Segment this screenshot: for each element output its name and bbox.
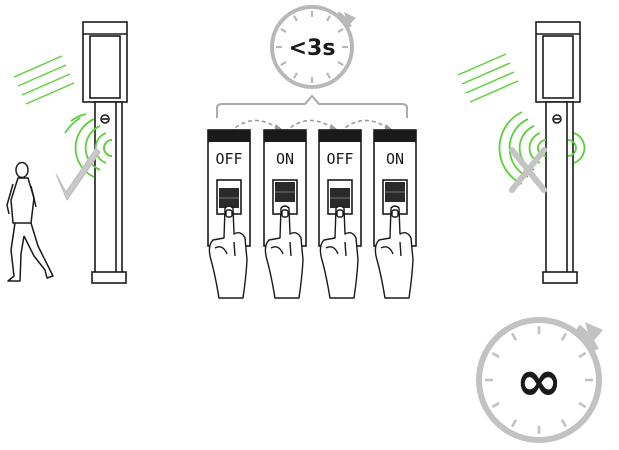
light-rays-icon xyxy=(13,55,75,105)
switch-label: OFF xyxy=(326,150,353,168)
clock-tick xyxy=(510,332,518,341)
circuit-breaker-switch: OFF xyxy=(318,129,362,299)
walking-person-icon xyxy=(6,161,54,282)
circuit-breaker-switch: ON xyxy=(373,129,417,299)
switch-label: OFF xyxy=(215,150,242,168)
circuit-breaker-switch: OFF xyxy=(207,129,251,299)
hand-pressing-icon xyxy=(319,205,359,299)
stopwatch-icon: <3s xyxy=(270,5,356,89)
clock-tick xyxy=(578,401,587,409)
clock-tick xyxy=(560,332,568,341)
cross-icon xyxy=(509,147,547,193)
timer-infinite-label: ∞ xyxy=(516,349,563,414)
clock-tick xyxy=(337,28,344,33)
clock-tick xyxy=(491,401,500,409)
switch-label: ON xyxy=(276,150,294,168)
clock-tick xyxy=(491,351,500,359)
clock-tick xyxy=(293,72,298,79)
sensor-post-left xyxy=(82,21,128,284)
clock-tick xyxy=(560,419,568,428)
clock-tick xyxy=(578,351,587,359)
switch-row: OFF ON OFF ON xyxy=(207,129,417,299)
stopwatch-infinite-icon: ∞ xyxy=(476,317,603,443)
timer-short-label: <3s xyxy=(289,36,336,61)
switch-label: ON xyxy=(386,150,404,168)
clock-tick xyxy=(293,15,298,22)
hand-pressing-icon xyxy=(264,205,304,299)
hand-pressing-icon xyxy=(208,205,248,299)
check-icon xyxy=(55,147,101,202)
hand-pressing-icon xyxy=(374,205,414,299)
right-sensor-scene xyxy=(457,21,586,284)
clock-tick xyxy=(326,72,331,79)
clock-tick xyxy=(337,61,344,66)
sequence-arrows xyxy=(229,119,391,133)
clock-tick xyxy=(280,28,287,33)
clock-tick xyxy=(510,419,518,428)
left-sensor-scene xyxy=(6,21,128,284)
clock-tick xyxy=(280,61,287,66)
switch-sequence-bracket xyxy=(216,94,408,118)
light-rays-icon xyxy=(457,53,519,103)
circuit-breaker-switch: ON xyxy=(263,129,307,299)
clock-tick xyxy=(326,15,331,22)
